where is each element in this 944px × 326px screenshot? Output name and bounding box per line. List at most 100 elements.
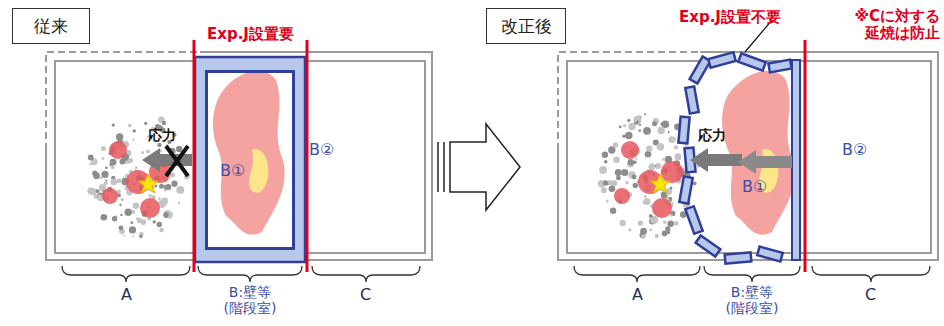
stair-room-box: B① bbox=[205, 70, 295, 250]
zone-label: B:壁等 (階段室) bbox=[213, 284, 287, 316]
smoke-dot bbox=[112, 123, 115, 126]
smoke-dot bbox=[92, 171, 97, 176]
smoke-dot bbox=[655, 234, 659, 238]
smoke-dot bbox=[171, 181, 177, 187]
smoke-dot bbox=[608, 180, 613, 185]
smoke-dot bbox=[662, 158, 665, 161]
smoke-dot bbox=[102, 157, 105, 160]
smoke-dot bbox=[665, 226, 670, 231]
smoke-dot bbox=[148, 194, 152, 198]
smoke-dot bbox=[619, 126, 622, 129]
wall-fragment bbox=[679, 176, 692, 203]
wall-fragment bbox=[678, 117, 689, 144]
smoke-dot bbox=[112, 216, 117, 221]
smoke-dot bbox=[164, 185, 169, 190]
wall-fragment bbox=[696, 235, 721, 256]
wall-fragment bbox=[685, 86, 698, 113]
smoke-dot bbox=[641, 234, 646, 239]
building-outline bbox=[46, 52, 432, 260]
smoke-dot bbox=[662, 121, 670, 129]
smoke-dot bbox=[610, 208, 616, 214]
smoke-dot bbox=[621, 169, 628, 176]
transition-arrow bbox=[438, 124, 520, 210]
smoke-dot bbox=[628, 228, 631, 231]
smoke-dot bbox=[153, 220, 156, 223]
wall-fragment bbox=[708, 52, 735, 67]
smoke-dot bbox=[670, 214, 673, 217]
smoke-dot bbox=[178, 202, 180, 204]
zone-label: C bbox=[865, 286, 876, 304]
smoke-dot bbox=[133, 203, 139, 209]
smoke-dot bbox=[620, 220, 626, 226]
smoke-dot bbox=[639, 129, 642, 132]
smoke-dot bbox=[157, 143, 161, 147]
smoke-dot bbox=[601, 187, 607, 193]
wall-fragment bbox=[757, 247, 783, 262]
smoke-dot bbox=[644, 113, 646, 115]
zone-label: B② bbox=[309, 141, 334, 159]
fire-star bbox=[138, 174, 670, 193]
smoke-dot bbox=[88, 155, 94, 161]
zone-label: A bbox=[121, 286, 132, 304]
panel-tag: 改正後 bbox=[486, 8, 566, 44]
smoke-dot bbox=[141, 151, 144, 154]
brace-path bbox=[574, 266, 700, 282]
smoke-dot bbox=[675, 153, 682, 160]
smoke-dot bbox=[120, 214, 122, 216]
smoke-dot bbox=[105, 166, 108, 169]
smoke-dot bbox=[648, 164, 655, 171]
smoke-dot bbox=[163, 212, 169, 218]
wall-fragment bbox=[738, 53, 766, 70]
wall-fragment bbox=[685, 206, 702, 234]
smoke-dot bbox=[123, 235, 125, 237]
brace-path bbox=[312, 266, 420, 282]
smoke-dot bbox=[602, 152, 608, 158]
smoke-dot bbox=[132, 236, 134, 238]
smoke-dot bbox=[628, 159, 634, 165]
smoke-dot bbox=[668, 136, 675, 143]
smoke-dot bbox=[128, 124, 132, 128]
node-text: B① bbox=[220, 161, 245, 180]
broken-wall bbox=[678, 52, 791, 263]
smoke-dot bbox=[634, 120, 637, 123]
smoke-dot bbox=[139, 235, 142, 238]
smoke-dot bbox=[161, 197, 168, 204]
stair-wall-band bbox=[195, 57, 305, 262]
fire-origin bbox=[102, 141, 683, 218]
smoke-dot bbox=[674, 221, 679, 226]
smoke-dot bbox=[92, 191, 97, 196]
smoke-dot bbox=[158, 197, 161, 200]
smoke-dot bbox=[104, 181, 108, 185]
node-text: 改正後 bbox=[501, 15, 552, 38]
smoke-dot bbox=[176, 146, 182, 152]
smoke-dot bbox=[668, 131, 670, 133]
zone-label: A bbox=[632, 286, 643, 304]
smoke-dot bbox=[164, 185, 168, 189]
smoke-dot bbox=[159, 184, 164, 189]
smoke-dot bbox=[627, 119, 630, 122]
smoke-dot bbox=[625, 181, 628, 184]
smoke bbox=[87, 113, 700, 238]
smoke-dot bbox=[162, 121, 166, 125]
smoke-dot bbox=[100, 177, 103, 180]
smoke-dot bbox=[144, 122, 147, 125]
wall-fragment bbox=[725, 252, 752, 263]
smoke-dot bbox=[625, 132, 633, 140]
stress-label: 応力 bbox=[148, 127, 176, 143]
smoke-dot bbox=[644, 195, 647, 198]
smoke-dot bbox=[141, 219, 147, 225]
brace-path bbox=[704, 266, 800, 282]
smoke-dot bbox=[632, 175, 637, 180]
smoke-dot bbox=[133, 139, 135, 141]
smoke-dot bbox=[89, 163, 92, 166]
smoke-dot bbox=[606, 200, 609, 203]
smoke-dot bbox=[662, 231, 668, 237]
smoke-dot bbox=[649, 214, 653, 218]
brace-path bbox=[62, 266, 190, 282]
zone-label: C bbox=[360, 286, 371, 304]
smoke-dot bbox=[613, 142, 619, 148]
smoke-dot bbox=[616, 176, 621, 181]
smoke-dot bbox=[125, 209, 132, 216]
smoke-dot bbox=[623, 124, 626, 127]
smoke-dot bbox=[639, 124, 641, 126]
